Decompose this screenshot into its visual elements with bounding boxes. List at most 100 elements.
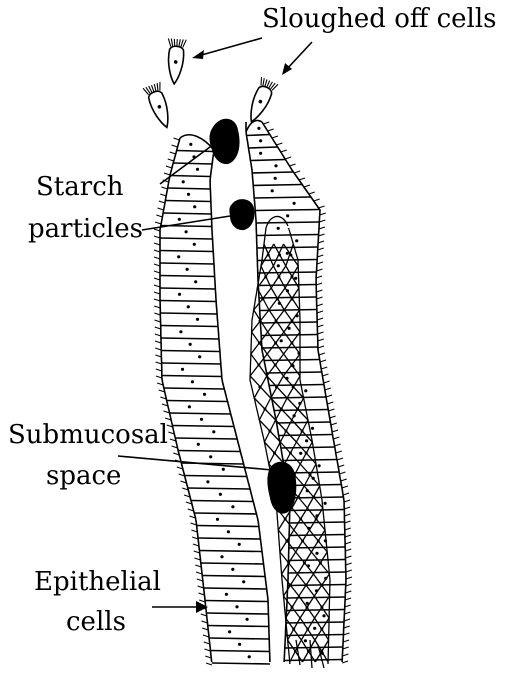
core-nucleus (268, 430, 271, 433)
right-cell-microvillus (317, 262, 323, 264)
right-cell-microvillus (346, 577, 352, 579)
core-nucleus (291, 320, 294, 323)
core-nucleus (291, 606, 294, 609)
core-nucleus (259, 320, 262, 323)
right-cell-cell-wall (269, 385, 324, 386)
core-nucleus (257, 364, 260, 367)
left-cell-nucleus (238, 543, 241, 546)
right-cell-microvillus (281, 150, 287, 152)
left-cell-microvillus (154, 250, 160, 252)
right-cell-nucleus (299, 452, 302, 455)
left-cell-microvillus (159, 201, 165, 203)
right-cell-microvillus (321, 367, 327, 369)
left-cell-nucleus (238, 643, 241, 646)
core-nucleus (278, 254, 281, 257)
right-cell-nucleus (294, 277, 297, 280)
left-cell-nucleus (200, 418, 203, 421)
right-cell-microvillus (339, 472, 345, 474)
left-cell-cell-wall (170, 413, 231, 414)
left-cell-nucleus (242, 580, 245, 583)
left-cell-cell-wall (161, 338, 219, 339)
right-cell-microvillus (342, 654, 348, 656)
left-cell-nucleus (178, 293, 181, 296)
left-cell-nucleus (177, 255, 180, 258)
left-cell-nucleus (185, 230, 188, 233)
left-cell-nucleus (206, 480, 209, 483)
core-nucleus (289, 452, 292, 455)
right-cell-cell-wall (246, 135, 269, 136)
right-cell-cell-wall (254, 197, 311, 198)
left-cell-nucleus (219, 493, 222, 496)
left-cell-microvillus (154, 278, 160, 280)
left-cell-nucleus (187, 193, 190, 196)
sloughed-cell-left (143, 82, 175, 130)
right-cell-cell-wall (252, 172, 293, 173)
sloughed-cell-top (165, 38, 186, 84)
left-cell-nucleus (225, 593, 228, 596)
left-cell-cell-wall (160, 301, 216, 302)
core-nucleus (263, 408, 266, 411)
right-cell-microvillus (325, 388, 331, 390)
left-cell-microvillus (206, 663, 212, 665)
right-cell-microvillus (317, 318, 323, 320)
left-cell-nucleus (248, 655, 251, 658)
right-cell-microvillus (276, 143, 282, 145)
left-cell-microvillus (156, 376, 162, 378)
left-cell-nucleus (181, 368, 184, 371)
left-cell-microvillus (155, 341, 161, 343)
sloughed-cell-nucleus (157, 104, 162, 109)
left-cell-cell-wall (160, 238, 212, 239)
left-cell-nucleus (187, 305, 190, 308)
left-cell-nucleus (191, 380, 194, 383)
label-epithelial-line1: Epithelial (34, 567, 161, 597)
right-cell-microvillus (341, 479, 347, 481)
right-cell-microvillus (319, 220, 325, 222)
right-cell-microvillus (345, 542, 351, 544)
right-cell-nucleus (277, 227, 280, 230)
right-cell-cell-wall (290, 510, 344, 511)
left-cell-nucleus (193, 205, 196, 208)
right-cell-nucleus (313, 627, 316, 630)
left-cell-microvillus (154, 264, 160, 266)
sloughed-cell-body (147, 89, 174, 130)
sloughed-cell-nucleus (174, 60, 178, 64)
right-cell-nucleus (324, 502, 327, 505)
core-nucleus (285, 430, 288, 433)
core-nucleus (258, 386, 261, 389)
right-cell-microvillus (318, 346, 324, 348)
label-epithelial-line2: cells (66, 607, 126, 637)
left-cell-cell-wall (198, 538, 260, 539)
left-cell-microvillus (154, 229, 160, 231)
left-cell-cell-wall (206, 613, 268, 614)
left-cell-nucleus (197, 443, 200, 446)
left-cell-nucleus (189, 343, 192, 346)
right-cell-microvillus (342, 661, 348, 663)
right-cell-microvillus (318, 248, 324, 250)
left-cell-microvillus (154, 306, 160, 308)
right-cell-microvillus (326, 395, 332, 397)
core-nucleus (303, 562, 306, 565)
right-cell-cell-wall (271, 397, 326, 398)
left-cell-microvillus (168, 159, 174, 161)
left-cell-nucleus (188, 405, 191, 408)
core-nucleus (317, 540, 320, 543)
right-cell-microvillus (299, 178, 305, 180)
right-cell-microvillus (330, 416, 336, 418)
right-cell-microvillus (285, 157, 291, 159)
right-cell-microvillus (332, 430, 338, 432)
right-cell-cell-wall (253, 185, 302, 186)
left-cell-microvillus (156, 369, 162, 371)
core-nucleus (294, 650, 297, 653)
left-cell-cell-wall (210, 651, 269, 652)
core-nucleus (274, 342, 277, 345)
right-cell-nucleus (286, 214, 289, 217)
starch-particle-middle (229, 199, 254, 230)
core-nucleus (296, 408, 299, 411)
core-nucleus (267, 254, 270, 257)
right-cell-microvillus (319, 353, 325, 355)
left-cell-cell-wall (208, 626, 269, 627)
left-cell-cell-wall (178, 451, 240, 452)
right-cell-nucleus (311, 427, 314, 430)
left-cell-nucleus (220, 555, 223, 558)
left-cell-nucleus (203, 393, 206, 396)
